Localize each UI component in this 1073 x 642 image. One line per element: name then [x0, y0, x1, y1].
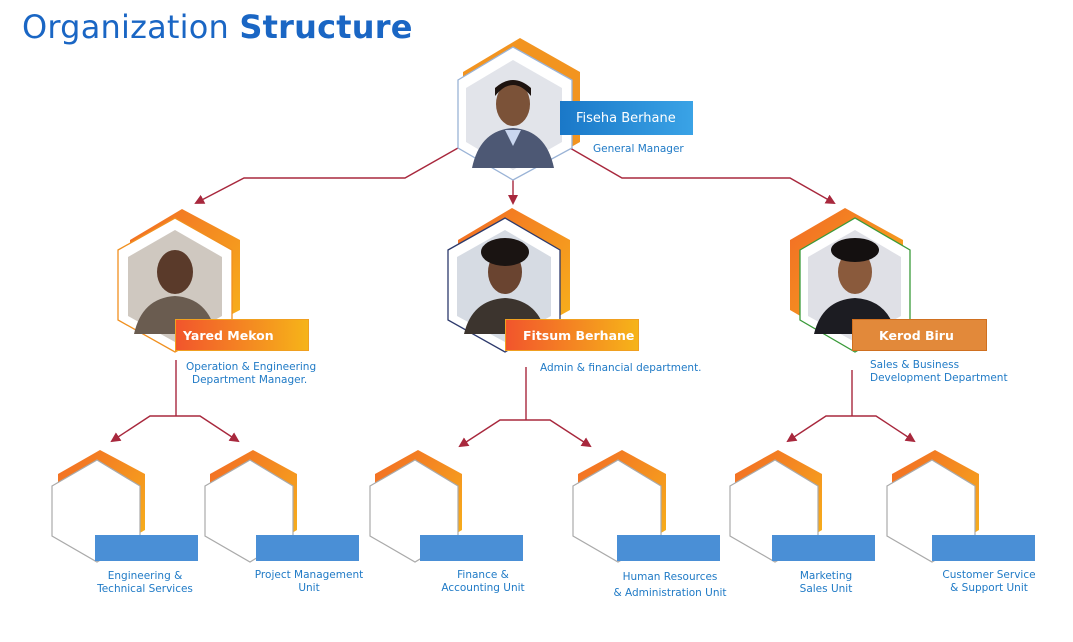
- unit-5-line-1: Marketing: [799, 570, 853, 582]
- manager-3-role: Sales & Business Development Department: [870, 359, 1008, 385]
- unit-5-label: Marketing Sales Unit: [776, 570, 876, 596]
- unit-1-line-2: Technical Services: [97, 583, 193, 595]
- unit-1-line-1: Engineering &: [107, 570, 183, 582]
- unit-2-line-1: Project Management: [254, 569, 364, 581]
- manager-1-role-line-2: Department Manager.: [192, 374, 308, 386]
- connectors: [110, 147, 916, 448]
- manager-1-role: Operation & Engineering Department Manag…: [186, 361, 316, 387]
- unit-2-line-2: Unit: [298, 582, 320, 594]
- unit-node-5: [729, 450, 875, 563]
- connector-right-b: [852, 415, 916, 443]
- unit-bar-2: [256, 535, 359, 561]
- avatar-general-manager: [466, 60, 562, 170]
- manager-2-role-line-1: Admin & financial department.: [540, 362, 702, 374]
- unit-6-line-2: & Support Unit: [950, 582, 1028, 594]
- unit-6-line-1: Customer Service: [942, 569, 1036, 581]
- connector-mid-b: [526, 419, 592, 448]
- unit-bar-6: [932, 535, 1035, 561]
- unit-bar-3: [420, 535, 523, 561]
- manager-node-3: [790, 208, 911, 353]
- manager-node-1: [117, 209, 240, 353]
- general-manager-name: Fiseha Berhane: [560, 101, 693, 135]
- manager-3-name: Kerod Biru: [852, 319, 987, 351]
- unit-3-label: Finance & Accounting Unit: [424, 569, 542, 595]
- general-manager-role: General Manager: [593, 143, 684, 155]
- unit-node-4: [572, 450, 720, 563]
- title-part-1: Organization: [22, 8, 229, 46]
- unit-bar-1: [95, 535, 198, 561]
- unit-node-2: [204, 450, 359, 563]
- connector-right-a: [786, 415, 852, 443]
- unit-node-1: [51, 450, 198, 563]
- connector-left-a: [110, 415, 176, 443]
- unit-bar-5: [772, 535, 875, 561]
- manager-3-role-line-1: Sales & Business: [870, 359, 960, 371]
- manager-2-name: Fitsum Berhane: [505, 319, 639, 351]
- title-part-2: Structure: [239, 8, 413, 46]
- manager-3-role-line-2: Development Department: [870, 372, 1008, 384]
- unit-bar-4: [617, 535, 720, 561]
- unit-6-label: Customer Service & Support Unit: [930, 569, 1048, 595]
- unit-3-line-2: Accounting Unit: [441, 582, 525, 594]
- unit-5-line-2: Sales Unit: [799, 583, 853, 595]
- manager-1-role-line-1: Operation & Engineering: [186, 361, 317, 373]
- page-title: Organization Structure: [22, 8, 413, 46]
- connector-left-b: [176, 415, 240, 443]
- manager-2-role: Admin & financial department.: [540, 362, 702, 375]
- connector-mid-a: [458, 419, 526, 448]
- unit-node-6: [886, 450, 1035, 563]
- manager-node-2: [447, 208, 570, 353]
- general-manager-node: [457, 38, 580, 181]
- unit-4-label: Human Resources & Administration Unit: [604, 571, 736, 600]
- unit-4-line-1: Human Resources: [622, 571, 718, 583]
- connector-gm-left: [194, 147, 459, 204]
- unit-node-3: [369, 450, 523, 563]
- unit-2-label: Project Management Unit: [244, 569, 374, 595]
- unit-3-line-1: Finance &: [457, 569, 509, 581]
- manager-1-name: Yared Mekon: [175, 319, 309, 351]
- connector-gm-right: [569, 147, 836, 204]
- unit-1-label: Engineering & Technical Services: [85, 570, 205, 596]
- unit-4-line-2: & Administration Unit: [613, 587, 727, 599]
